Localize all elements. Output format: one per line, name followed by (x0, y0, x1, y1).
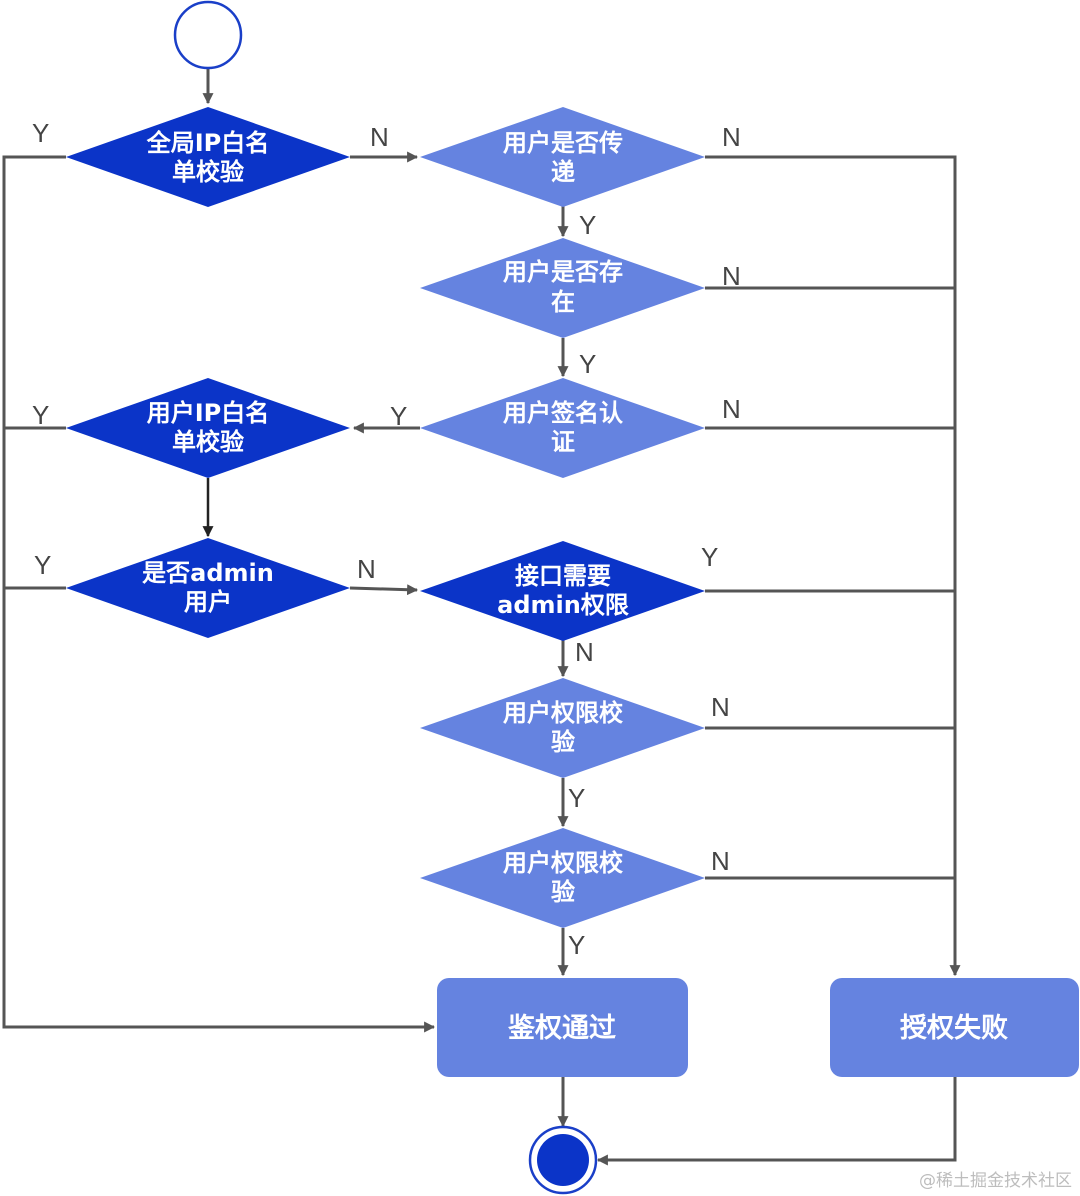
label-admin-no: N (357, 554, 376, 584)
edge-admin-no (349, 584, 419, 596)
edge-right-fail-collector (705, 155, 961, 977)
decision-permission-check-1: 用户权限校 验 (420, 678, 705, 778)
label-exists-no: N (722, 261, 741, 291)
label-needs-admin-yes: Y (701, 542, 718, 572)
node-label-line2: 递 (551, 158, 575, 186)
decision-permission-check-2: 用户权限校 验 (420, 828, 705, 928)
watermark-text: @稀土掘金技术社区 (919, 1171, 1072, 1191)
node-label-line1: 全局IP白名 (146, 129, 270, 157)
node-label-line2: 用户 (184, 588, 232, 616)
node-label-line1: 用户权限校 (503, 849, 624, 877)
node-label-line2: 在 (551, 288, 575, 316)
node-label-line1: 是否admin (142, 559, 274, 587)
label-perm1-no: N (711, 692, 730, 722)
decision-is-admin: 是否admin 用户 (66, 538, 350, 638)
decision-user-ip-whitelist: 用户IP白名 单校验 (66, 378, 350, 478)
label-passed-no: N (722, 122, 741, 152)
label-global-yes: Y (32, 118, 49, 148)
label-perm1-yes: Y (568, 783, 585, 813)
label-exists-yes: Y (579, 349, 596, 379)
node-label-line2: 单校验 (172, 428, 244, 456)
node-label-line1: 用户权限校 (503, 699, 624, 727)
label-user-ip-yes: Y (32, 400, 49, 430)
decision-user-signature: 用户签名认 证 (420, 378, 705, 478)
label-sig-yes: Y (390, 401, 407, 431)
box-label: 鉴权通过 (507, 1013, 616, 1044)
label-passed-yes: Y (579, 210, 596, 240)
process-auth-failed: 授权失败 (830, 978, 1079, 1077)
process-auth-passed: 鉴权通过 (437, 978, 688, 1077)
node-label-line1: 用户是否存 (503, 258, 623, 286)
label-sig-no: N (722, 394, 741, 424)
label-perm2-yes: Y (568, 930, 585, 960)
node-label-line1: 用户是否传 (503, 129, 623, 157)
edge-failed-to-end (596, 1077, 957, 1166)
label-perm2-no: N (711, 846, 730, 876)
node-label-line1: 用户签名认 (503, 399, 623, 427)
start-node (173, 0, 243, 70)
end-node (528, 1125, 598, 1195)
decision-api-needs-admin: 接口需要 admin权限 (420, 541, 705, 641)
decision-global-ip-whitelist: 全局IP白名 单校验 (66, 107, 350, 207)
decision-user-exists: 用户是否存 在 (420, 238, 705, 338)
node-label-line1: 用户IP白名 (147, 399, 270, 427)
node-label-line2: admin权限 (497, 591, 629, 619)
node-label-line2: 验 (551, 728, 575, 756)
node-label-line1: 接口需要 (515, 562, 611, 590)
label-admin-yes: Y (34, 550, 51, 580)
node-label-line2: 验 (551, 878, 575, 906)
node-label-line2: 单校验 (172, 158, 244, 186)
decision-user-passed: 用户是否传 递 (420, 107, 705, 207)
label-needs-admin-no: N (575, 637, 594, 667)
node-label-line2: 证 (551, 428, 575, 456)
box-label: 授权失败 (900, 1013, 1008, 1044)
label-global-no: N (370, 122, 389, 152)
edge-left-yes-bypass (2, 155, 436, 1033)
